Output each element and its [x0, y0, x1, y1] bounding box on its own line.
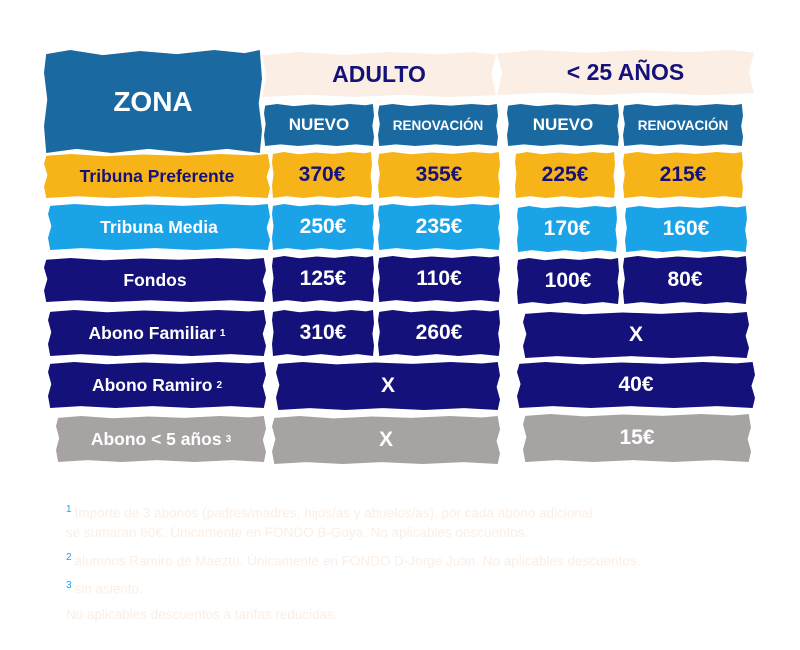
- price-cell: 225€: [515, 152, 615, 198]
- price-value: 170€: [543, 217, 591, 240]
- price-value: 40€: [618, 373, 654, 396]
- row-label-tribuna-preferente: Tribuna Preferente: [44, 154, 270, 198]
- price-cell: 260€: [378, 310, 500, 356]
- price-cell: 100€: [517, 258, 619, 304]
- footnote-mark: 3: [66, 580, 72, 591]
- price-cell-merged: X: [272, 416, 500, 464]
- price-cell: 235€: [378, 204, 500, 250]
- footnote-mark: 1: [66, 504, 72, 515]
- subheader-adulto-renovacion: RENOVACIÓN: [378, 104, 498, 146]
- footnote-mark: 3: [225, 433, 232, 445]
- price-value: 355€: [415, 163, 463, 186]
- price-cell-merged: X: [523, 312, 749, 358]
- price-value: X: [380, 374, 395, 397]
- price-cell: 370€: [272, 152, 372, 198]
- price-cell: 250€: [272, 204, 374, 250]
- price-cell-merged: X: [276, 362, 500, 410]
- footnote-general: No aplicables descuentos a tarifas reduc…: [66, 605, 756, 624]
- subheader-label: NUEVO: [532, 115, 594, 134]
- footnote-text: Importe de 3 abonos (padres/madres, hijo…: [74, 505, 593, 521]
- row-label-text: Abono Familiar: [88, 322, 216, 343]
- price-value: 310€: [299, 321, 347, 344]
- subheader-label: RENOVACIÓN: [637, 117, 729, 133]
- zona-header: ZONA: [44, 50, 262, 153]
- price-cell: 110€: [378, 256, 500, 302]
- row-label-tribuna-media: Tribuna Media: [48, 204, 270, 250]
- price-cell: 355€: [378, 152, 500, 198]
- price-value: 110€: [416, 267, 462, 290]
- footnote-mark: 1: [219, 327, 226, 339]
- price-value: 260€: [415, 321, 463, 344]
- footnote-text: se sumarán 60€. Únicamente en FONDO B-Go…: [66, 524, 529, 540]
- price-value: 100€: [544, 269, 592, 292]
- footnote-text: No aplicables descuentos a tarifas reduc…: [66, 606, 338, 622]
- price-value: 235€: [415, 215, 463, 238]
- price-cell: 160€: [625, 206, 747, 252]
- price-cell: 80€: [623, 256, 747, 304]
- row-label-text: Fondos: [123, 269, 187, 290]
- price-value: 125€: [299, 267, 347, 290]
- price-value: 15€: [619, 426, 655, 449]
- footnote-mark: 2: [216, 379, 223, 391]
- subheader-under25-nuevo: NUEVO: [507, 104, 619, 146]
- footnote-text: alumnos Ramiro de Maeztu. Únicamente en …: [74, 553, 641, 568]
- price-value: 215€: [659, 163, 707, 186]
- price-cell: 310€: [272, 310, 374, 356]
- footnote-text: sin asiento.: [74, 581, 143, 597]
- zona-label: ZONA: [113, 85, 193, 117]
- price-cell: 125€: [272, 256, 374, 302]
- subheader-under25-renovacion: RENOVACIÓN: [623, 104, 743, 146]
- price-value: 160€: [662, 217, 710, 240]
- footnote-mark: 2: [66, 551, 72, 563]
- subheader-label: RENOVACIÓN: [392, 117, 484, 133]
- row-label-fondos: Fondos: [44, 258, 266, 302]
- group-label-adulto: ADULTO: [332, 61, 426, 87]
- price-value: 80€: [667, 268, 703, 291]
- row-label-text: Tribuna Preferente: [79, 165, 235, 186]
- group-header-adulto: ADULTO: [262, 52, 496, 97]
- row-label-text: Abono Ramiro: [91, 374, 213, 395]
- row-label-text: Abono < 5 años: [90, 428, 222, 449]
- price-cell: 170€: [517, 206, 617, 252]
- price-value: 250€: [299, 215, 347, 238]
- price-cell-merged: 40€: [517, 362, 755, 408]
- price-cell: 215€: [623, 152, 743, 198]
- row-label-text: Tribuna Media: [100, 216, 218, 237]
- price-value: X: [628, 323, 643, 346]
- subheader-label: NUEVO: [288, 115, 350, 134]
- price-value: 370€: [298, 163, 346, 186]
- subheader-adulto-nuevo: NUEVO: [264, 104, 374, 146]
- group-header-under25: < 25 AÑOS: [497, 50, 754, 95]
- price-cell-merged: 15€: [523, 414, 751, 462]
- price-value: 225€: [541, 163, 589, 186]
- price-value: X: [378, 428, 393, 451]
- group-label-under25: < 25 AÑOS: [566, 59, 685, 85]
